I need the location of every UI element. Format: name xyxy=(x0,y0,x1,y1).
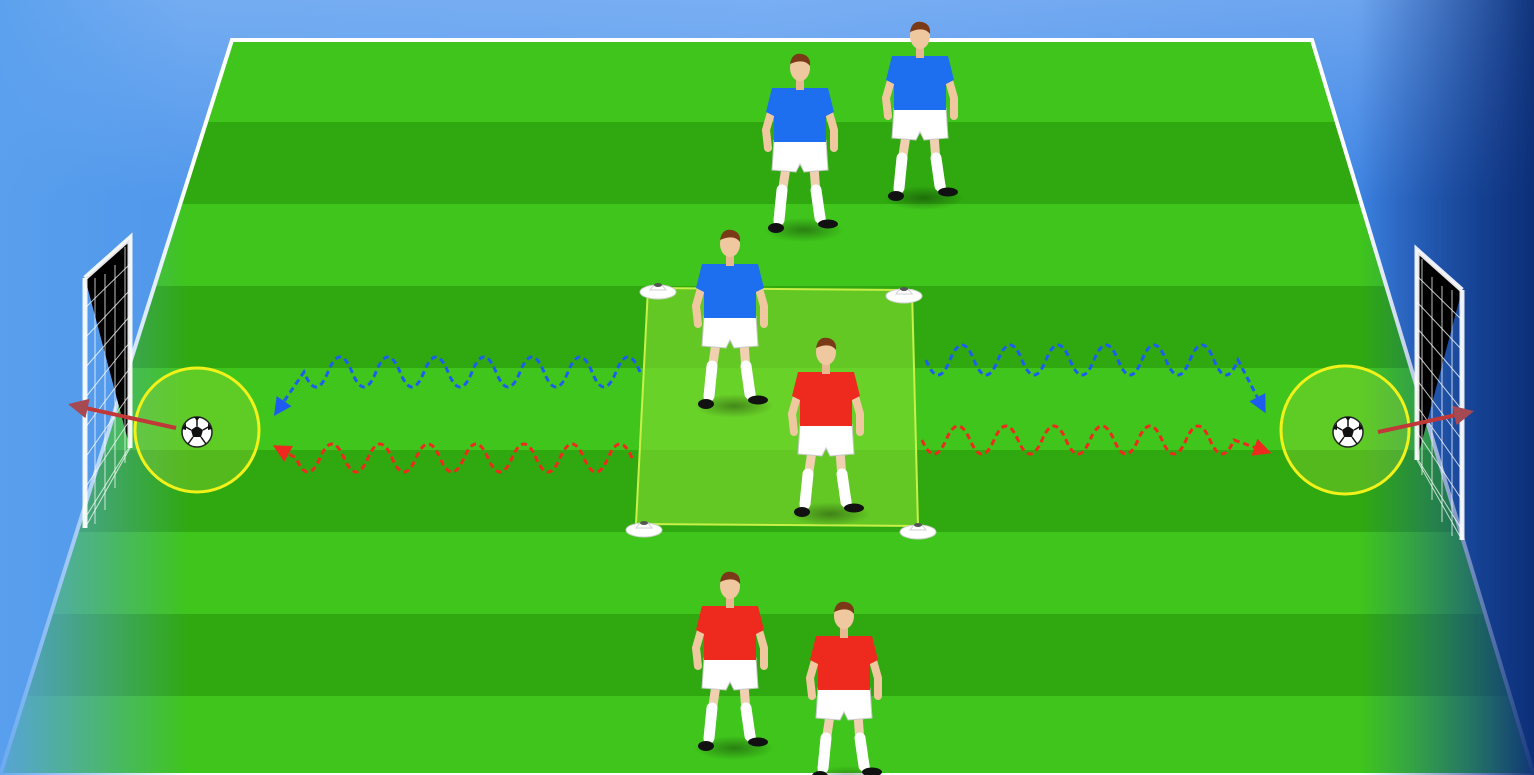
dribble-path-blue-left xyxy=(273,355,642,416)
dribble-path-blue-right xyxy=(924,343,1266,414)
dribble-path-red-right xyxy=(920,424,1272,456)
shot-arrow-left xyxy=(68,398,177,430)
shot-arrow-right xyxy=(1377,405,1474,434)
dribble-path-red-left xyxy=(272,442,634,474)
center-square xyxy=(634,286,920,528)
soccer-ball-icon xyxy=(181,416,213,448)
soccer-ball-icon xyxy=(1332,416,1364,448)
